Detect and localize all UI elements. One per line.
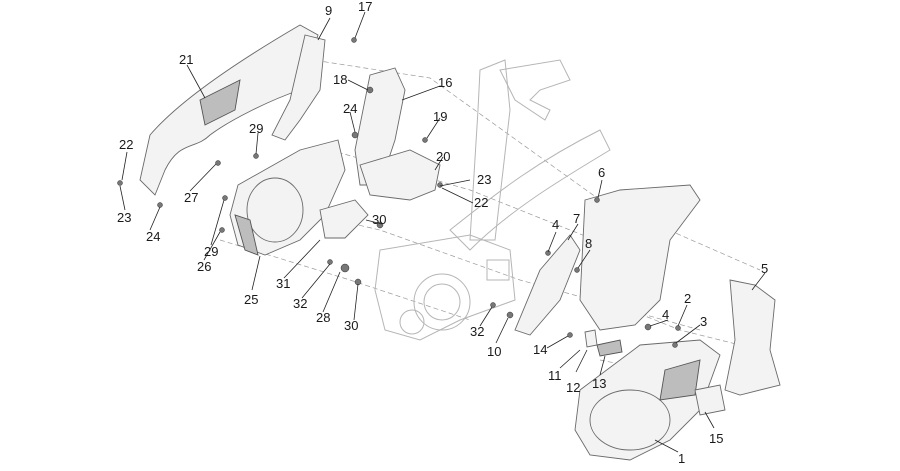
frame-ghost [374, 59, 611, 341]
part-label-11: 11 [548, 368, 562, 383]
part-label-27: 27 [184, 190, 199, 205]
part-label-32-left: 32 [293, 296, 308, 311]
part-label-29-upper: 29 [249, 121, 264, 136]
part-label-3: 3 [700, 314, 708, 329]
part-label-30-upper: 30 [372, 212, 387, 227]
part-label-5: 5 [761, 261, 769, 276]
part-25-flywheel-cover [229, 139, 346, 256]
part-9-cover-strip [271, 34, 326, 141]
part-label-9: 9 [325, 3, 333, 18]
part-label-1: 1 [678, 451, 686, 466]
part-label-32-right: 32 [470, 324, 485, 339]
part-label-24-left: 24 [146, 229, 161, 244]
part-label-30-lower: 30 [344, 318, 359, 333]
part-label-7: 7 [573, 211, 581, 226]
part-label-23-right: 23 [477, 172, 492, 187]
part-15-filter [694, 384, 726, 416]
part-label-17: 17 [358, 0, 373, 14]
part-label-19: 19 [433, 109, 448, 124]
part-label-2: 2 [684, 291, 692, 306]
part-label-15: 15 [709, 431, 724, 446]
part-label-10: 10 [487, 344, 502, 359]
part-label-6: 6 [598, 165, 606, 180]
part-label-20: 20 [436, 149, 451, 164]
fasteners [117, 37, 681, 348]
part-5-side-panel [579, 184, 701, 331]
part-label-21: 21 [179, 52, 194, 67]
part-label-4-upper: 4 [552, 217, 560, 232]
part-20-air-duct [359, 149, 441, 201]
part-13-clip [596, 339, 623, 357]
part-7-bracket [514, 234, 581, 336]
part-label-16: 16 [438, 75, 453, 90]
part-label-8: 8 [585, 236, 593, 251]
part-label-22-left: 22 [119, 137, 134, 152]
part-label-18: 18 [333, 72, 348, 87]
part-label-12: 12 [566, 380, 581, 395]
part-12-clip [584, 329, 598, 348]
part-label-28: 28 [316, 310, 331, 325]
part-5-outer-panel [724, 279, 781, 396]
part-31-cover-plate [319, 199, 369, 239]
part-label-31: 31 [276, 276, 291, 291]
part-21-chain-cover [139, 24, 319, 196]
part-label-4-lower: 4 [662, 307, 670, 322]
part-label-29-lower: 29 [204, 244, 219, 259]
part-label-26: 26 [197, 259, 212, 274]
part-label-23-left: 23 [117, 210, 132, 225]
part-label-13: 13 [592, 376, 607, 391]
part-label-25: 25 [244, 292, 259, 307]
part-1-fan-cover [574, 339, 721, 461]
leader-lines [119, 11, 766, 453]
part-label-24-upper: 24 [343, 101, 358, 116]
part-label-14: 14 [533, 342, 548, 357]
part-label-22-right: 22 [474, 195, 489, 210]
